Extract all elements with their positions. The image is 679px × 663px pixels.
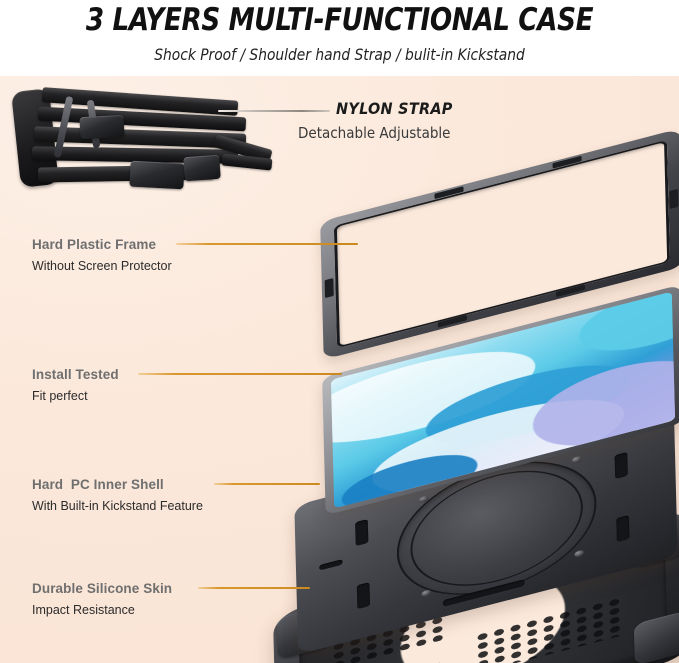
leader-line-pc-inner-shell — [214, 483, 320, 485]
ring-screw — [574, 549, 585, 558]
nylon-strap-photo — [8, 80, 276, 200]
callout-silicone-skin: Durable Silicone Skin Impact Resistance — [32, 581, 172, 617]
callout-subtitle: Without Screen Protector — [32, 259, 172, 273]
callout-title: Durable Silicone Skin — [32, 581, 173, 596]
header-banner: 3 LAYERS MULTI-FUNCTIONAL CASE Shock Pro… — [0, 0, 679, 76]
nylon-strap-leader-line — [218, 110, 330, 112]
page-subtitle: Shock Proof / Shoulder hand Strap / buli… — [154, 45, 525, 64]
callout-title: Hard Plastic Frame — [32, 237, 157, 252]
callout-install-tested: Install Tested Fit perfect — [32, 367, 119, 403]
wallpaper-wave — [578, 291, 676, 364]
infographic-canvas: NYLON STRAP Detachable Adjustable Hard P… — [0, 76, 679, 663]
leader-line-hard-plastic-frame — [176, 243, 358, 245]
shell-slot — [614, 451, 628, 480]
nylon-strap-subtitle: Detachable Adjustable — [298, 124, 451, 142]
shell-slot — [356, 582, 371, 610]
brand-emboss — [319, 559, 343, 571]
leader-line-install-tested — [138, 373, 342, 375]
page-title: 3 LAYERS MULTI-FUNCTIONAL CASE — [85, 2, 594, 38]
ring-screw — [571, 455, 582, 464]
callout-pc-inner-shell: Hard PC Inner Shell With Built-in Kickst… — [32, 477, 203, 513]
callout-title: Install Tested — [32, 367, 119, 382]
leader-line-silicone-skin — [198, 587, 310, 589]
strap-buckle — [79, 114, 125, 140]
shell-slot — [616, 515, 630, 543]
callout-subtitle: Fit perfect — [32, 389, 88, 403]
frame-nub — [324, 278, 334, 299]
callout-subtitle: Impact Resistance — [32, 603, 135, 617]
ring-screw — [421, 588, 432, 598]
strap-clip — [183, 154, 221, 182]
callout-hard-plastic-frame: Hard Plastic Frame Without Screen Protec… — [32, 237, 172, 273]
shell-slot — [355, 519, 369, 547]
strap-buckle — [129, 160, 185, 190]
frame-nub — [669, 188, 679, 210]
callout-subtitle: With Built-in Kickstand Feature — [32, 499, 203, 513]
nylon-strap-title: NYLON STRAP — [336, 99, 453, 118]
callout-title: Hard PC Inner Shell — [32, 477, 164, 492]
